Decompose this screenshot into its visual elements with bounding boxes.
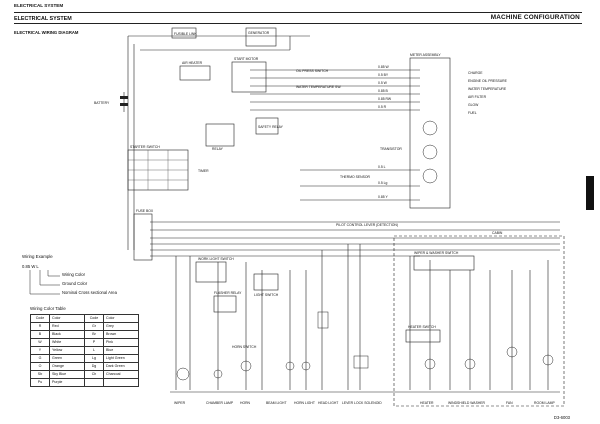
heater-switch-label: HEATER SWITCH [408, 325, 436, 329]
fuse-box [133, 213, 153, 261]
timer-label: TIMER [198, 169, 209, 173]
water-temp-switch-label: WATER TEMPERATURE SW. [296, 85, 341, 89]
svg-text:HORN: HORN [240, 401, 251, 405]
top-section-label: ELECTRICAL SYSTEM [14, 3, 64, 8]
heater-switch-box [405, 329, 441, 343]
load-symbols [176, 311, 554, 381]
header-rule [14, 12, 582, 13]
light-switch-box [253, 273, 279, 291]
relay-box [205, 123, 235, 147]
air-heater-box [179, 65, 211, 81]
generator-label: GENERATOR [248, 31, 270, 35]
pilot-control-label: PILOT CONTROL LEVER (DETECTION) [336, 223, 398, 227]
svg-text:WINDSHIELD WASHER: WINDSHIELD WASHER [448, 401, 486, 405]
table-header-row: Code Color Code Color [30, 314, 139, 323]
horn-switch-label: HORN SWITCH [232, 345, 257, 349]
fuse-box-label: FUSE BOX [136, 209, 154, 213]
cabin-label: CABIN [492, 231, 503, 235]
header-rule-2 [14, 23, 582, 24]
color-table-title: Wiring Color Table [30, 306, 66, 311]
wiring-color-label: Wiring Color [62, 272, 86, 277]
svg-text:0.85 Y: 0.85 Y [378, 195, 388, 199]
meter-item: AIR FILTER [468, 95, 487, 99]
work-light-switch-box [195, 261, 227, 283]
meter-item-list: CHARGE ENGINE OIL PRESSURE WATER TEMPERA… [468, 71, 508, 115]
machine-config-title: MACHINE CONFIGURATION [490, 14, 580, 21]
meter-assembly-label: METER ASSEMBLY [410, 53, 441, 57]
svg-text:0.85 W: 0.85 W [378, 65, 390, 69]
thermo-sensor-label: THERMO SENSOR [340, 175, 371, 179]
meter-item: CHARGE [468, 71, 483, 75]
safety-relay-label: SAFETY RELAY [258, 125, 284, 129]
work-light-switch-label: WORK LIGHT SWITCH [198, 257, 234, 261]
wire-bundle-main [127, 35, 560, 393]
diagram-subtitle: ELECTRICAL WIRING DIAGRAM [14, 30, 79, 35]
ground-color-label: Ground Color [62, 281, 88, 286]
starter-switch-label: STARTER SWITCH [130, 145, 160, 149]
fuse-link-box [171, 27, 197, 39]
svg-text:WIPER: WIPER [174, 401, 186, 405]
wiring-example-title: Wiring Example [22, 254, 53, 259]
document-code: D3-6003 [553, 415, 570, 420]
svg-text:0.5 Lg: 0.5 Lg [378, 181, 388, 185]
svg-text:FAN: FAN [506, 401, 513, 405]
svg-text:ROOM LAMP: ROOM LAMP [534, 401, 555, 405]
starter-switch-grid [128, 150, 188, 190]
svg-text:HEATER: HEATER [420, 401, 434, 405]
oil-press-switch-label: OIL PRESS SWITCH [296, 69, 329, 73]
meter-item: GLOW [468, 103, 479, 107]
wiper-switch-label: WIPER & WASHER SWITCH [414, 251, 459, 255]
svg-text:CHAMBER LAMP: CHAMBER LAMP [206, 401, 234, 405]
wire-code-list: 0.85 W 0.5 BY 0.5 W 0.85 B 0.85 RW 0.5 R… [378, 65, 392, 199]
battery-symbol: BATTERY [94, 92, 128, 112]
svg-text:0.5 R: 0.5 R [378, 105, 387, 109]
meter-item: WATER TEMPERATURE [468, 87, 507, 91]
cabin-enclosure [393, 235, 565, 407]
meter-gauges [422, 120, 438, 184]
flasher-box [213, 295, 237, 313]
svg-text:0.85 B: 0.85 B [378, 89, 389, 93]
wiring-example-code: 0.85 W L [22, 264, 39, 269]
meter-item: ENGINE OIL PRESSURE [468, 79, 508, 83]
light-switch-label: LIGHT SWITCH [254, 293, 279, 297]
svg-text:0.85 RW: 0.85 RW [378, 97, 392, 101]
generator-box [245, 27, 277, 47]
svg-text:LEVER LOCK SOLENOID: LEVER LOCK SOLENOID [342, 401, 382, 405]
start-motor-label: START MOTOR [234, 57, 259, 61]
air-heater-label: AIR HEATER [182, 61, 203, 65]
svg-text:BEAM LIGHT: BEAM LIGHT [266, 401, 287, 405]
wiper-switch-box [413, 255, 475, 271]
svg-text:0.5 L: 0.5 L [378, 165, 386, 169]
svg-text:0.5 BY: 0.5 BY [378, 73, 389, 77]
page-tab-marker [586, 176, 594, 210]
meter-item: FUEL [468, 111, 477, 115]
start-motor-box [231, 61, 267, 93]
safety-relay-box [255, 117, 279, 135]
meter-assembly-box [409, 57, 451, 209]
section-title: ELECTRICAL SYSTEM [14, 16, 72, 22]
nominal-area-label: Nominal Cross sectional Area [62, 290, 117, 295]
svg-text:BATTERY: BATTERY [94, 101, 110, 105]
example-leaders [29, 270, 60, 295]
svg-text:HEAD LIGHT: HEAD LIGHT [318, 401, 338, 405]
bottom-label-row: WIPER CHAMBER LAMP HORN BEAM LIGHT HORN … [174, 401, 555, 405]
transistor-label: TRANSISTOR [380, 147, 402, 151]
relay-label: RELAY [212, 147, 224, 151]
svg-text:0.5 W: 0.5 W [378, 81, 388, 85]
svg-text:HORN LIGHT: HORN LIGHT [294, 401, 315, 405]
fuse-link-label: FUSIBLE LINK [174, 32, 197, 36]
flasher-label: FLASHER RELAY [214, 291, 242, 295]
